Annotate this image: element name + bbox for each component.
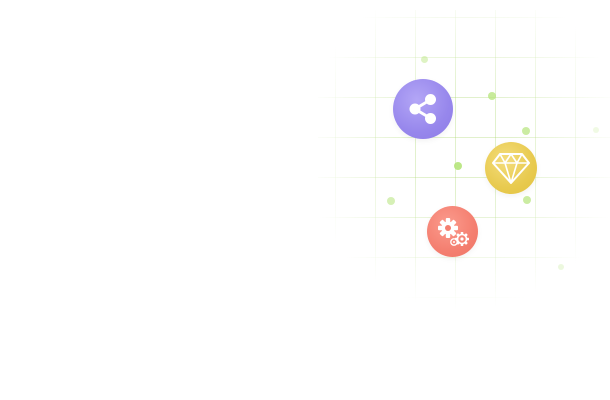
gears-icon-circle (427, 206, 478, 257)
decor-dot (387, 197, 395, 205)
decor-dot (558, 264, 564, 270)
share-icon-circle (393, 79, 453, 139)
decor-dot (522, 127, 530, 135)
decor-dot (421, 56, 428, 63)
diamond-icon (492, 151, 530, 185)
diamond-icon-circle (485, 142, 537, 194)
background-grid (318, 10, 610, 310)
share-icon (403, 89, 443, 129)
decor-dot (523, 196, 531, 204)
decor-dot (593, 127, 599, 133)
decor-dot (454, 162, 462, 170)
decor-dot (488, 92, 496, 100)
gears-icon (434, 213, 472, 251)
